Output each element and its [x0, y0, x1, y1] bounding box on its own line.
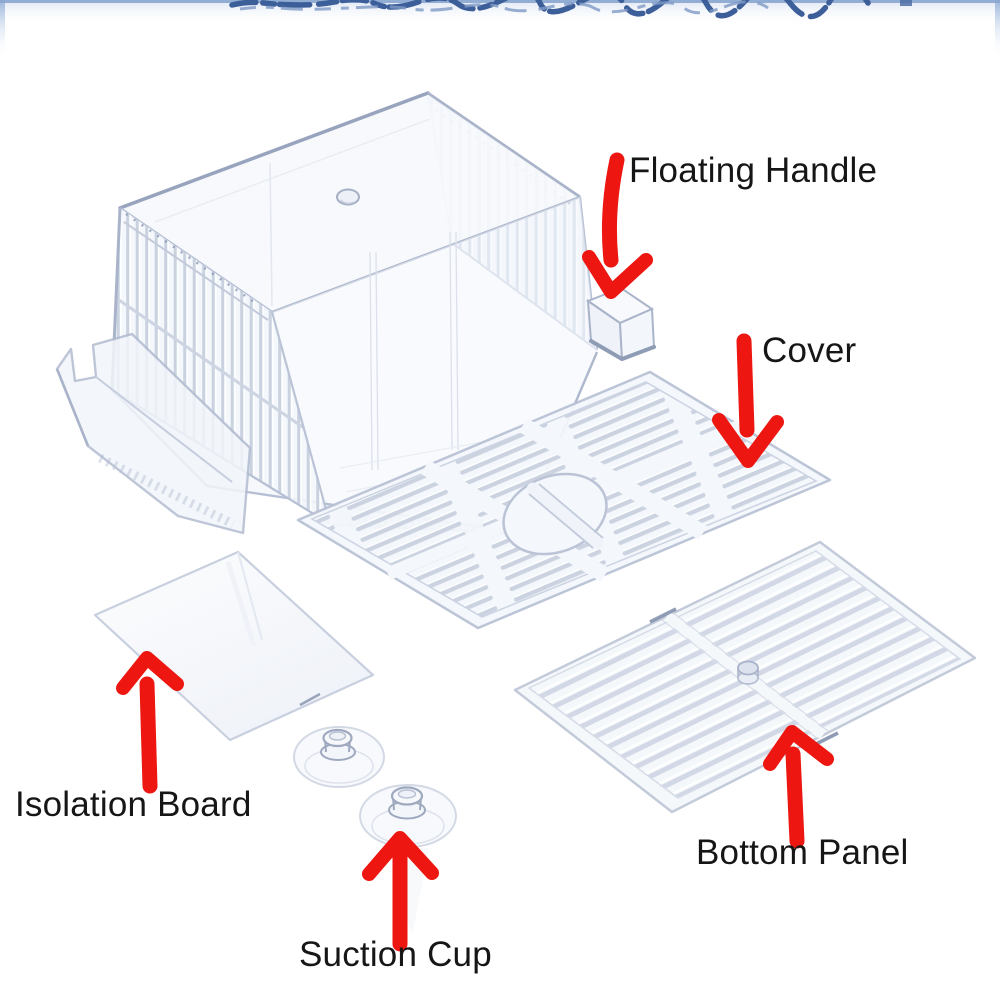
arrow-cover: [712, 333, 784, 468]
watermark-text-fragment: [229, 0, 871, 20]
label-suction-cup: Suction Cup: [299, 935, 492, 974]
label-bottom-panel: Bottom Panel: [696, 833, 909, 872]
annotation-arrows: [116, 152, 834, 952]
isolation-board-part: [93, 550, 375, 742]
bottom-panel-part: [513, 540, 977, 814]
main-box-part: [55, 91, 656, 536]
arrow-floating-handle: [582, 152, 653, 299]
label-cover: Cover: [762, 331, 857, 370]
arrow-bottom-panel: [763, 725, 834, 849]
label-isolation-board: Isolation Board: [15, 785, 252, 824]
arrow-isolation-board: [116, 651, 184, 794]
left-float-bracket: [55, 332, 252, 535]
label-floating-handle: Floating Handle: [629, 151, 878, 190]
top-vent-hole: [336, 188, 360, 206]
center-knob: [737, 660, 759, 685]
arrow-suction-cup: [362, 831, 439, 952]
floating-handle-block: [585, 286, 656, 362]
top-watermark-band: [0, 0, 1000, 60]
suction-cup-1: [293, 726, 385, 788]
cover-part: [296, 370, 832, 630]
